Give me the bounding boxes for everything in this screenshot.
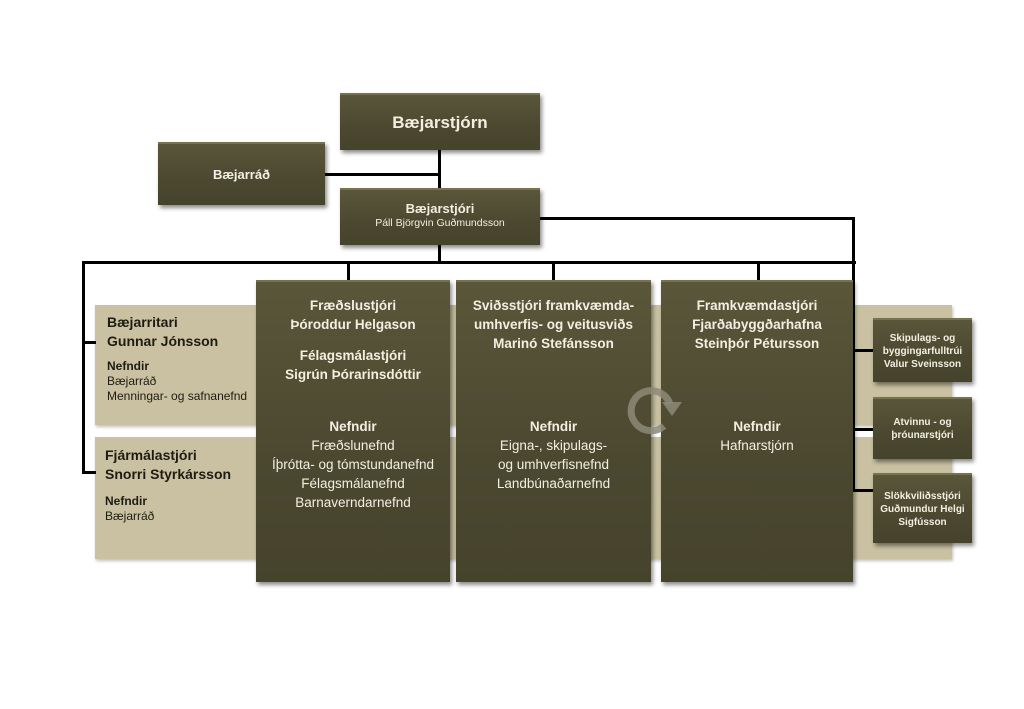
head-name: Sigrún Þórarinsdóttir bbox=[285, 367, 421, 382]
committees-label: Nefndir bbox=[733, 419, 781, 434]
head-title: Framkvæmdastjóri bbox=[696, 298, 818, 313]
head-name: Steinþór Pétursson bbox=[694, 336, 820, 351]
mayor-name: Páll Björgvin Guðmundsson bbox=[375, 217, 505, 229]
unit-line: Sigfússon bbox=[898, 516, 947, 528]
committees-label: Nefndir bbox=[329, 419, 377, 434]
committee: Félagsmálanefnd bbox=[301, 476, 405, 491]
unit-secretary: Bæjarritari Gunnar Jónsson Nefndir Bæjar… bbox=[107, 313, 247, 404]
committee: Fræðslunefnd bbox=[311, 438, 395, 453]
connector bbox=[852, 489, 874, 492]
connector bbox=[82, 261, 856, 264]
unit-planning: Skipulags- og byggingarfulltrúi Valur Sv… bbox=[873, 318, 972, 382]
unit-finance: Fjármálastjóri Snorri Styrkársson Nefndi… bbox=[105, 446, 231, 524]
connector bbox=[347, 261, 350, 281]
unit-title: Bæjarritari bbox=[107, 314, 178, 330]
unit-fire-chief: Slökkviliðsstjóri Guðmundur Helgi Sigfús… bbox=[873, 473, 972, 543]
refresh-icon[interactable] bbox=[626, 384, 686, 440]
division-education-social: Fræðslustjóri Þóroddur Helgason Félagsmá… bbox=[256, 280, 450, 582]
unit-line: Guðmundur Helgi bbox=[880, 503, 965, 515]
committee: Menningar- og safnanefnd bbox=[107, 389, 248, 403]
unit-name: Snorri Styrkársson bbox=[105, 466, 232, 482]
head-title: Fjarðabyggðarhafna bbox=[692, 317, 822, 332]
council-title: Bæjarráð bbox=[212, 167, 271, 182]
head-title: Fræðslustjóri bbox=[309, 298, 397, 313]
committee: og umhverfisnefnd bbox=[497, 457, 610, 472]
unit-line: Skipulags- og bbox=[889, 332, 956, 344]
head-title: Félagsmálastjóri bbox=[299, 348, 407, 363]
connector bbox=[852, 217, 855, 491]
unit-title: Fjármálastjóri bbox=[105, 447, 197, 463]
head-title: Sviðsstjóri framkvæmda- bbox=[472, 298, 635, 313]
top-title: Bæjarstjórn bbox=[392, 112, 488, 132]
division-harbours: Framkvæmdastjóri Fjarðabyggðarhafna Stei… bbox=[661, 280, 853, 582]
box-bæjarstjori: Bæjarstjóri Páll Björgvin Guðmundsson bbox=[340, 188, 540, 245]
unit-line: Atvinnu - og bbox=[893, 417, 952, 428]
connector bbox=[852, 349, 874, 352]
committee: Barnaverndarnefnd bbox=[295, 495, 411, 510]
connector bbox=[757, 261, 760, 281]
head-title: umhverfis- og veitusviðs bbox=[473, 317, 634, 332]
committee: Bæjarráð bbox=[107, 374, 157, 388]
unit-development: Atvinnu - og þróunarstjóri bbox=[873, 397, 972, 459]
committees-label: Nefndir bbox=[105, 494, 147, 508]
unit-line: þróunarstjóri bbox=[891, 430, 954, 441]
division-operations: Sviðsstjóri framkvæmda- umhverfis- og ve… bbox=[456, 280, 651, 582]
committee: Eigna-, skipulags- bbox=[499, 438, 608, 453]
connector bbox=[82, 471, 96, 474]
head-name: Þóroddur Helgason bbox=[290, 317, 416, 332]
connector bbox=[552, 261, 555, 281]
committees-label: Nefndir bbox=[107, 359, 149, 373]
unit-line: Slökkviliðsstjóri bbox=[884, 490, 961, 502]
committee: Íþrótta- og tómstundanefnd bbox=[271, 457, 435, 472]
box-bæjarstjorn: Bæjarstjórn bbox=[340, 93, 540, 150]
committees-label: Nefndir bbox=[529, 419, 578, 434]
connector bbox=[325, 173, 440, 176]
unit-line: Valur Sveinsson bbox=[883, 358, 962, 370]
mayor-title: Bæjarstjóri bbox=[405, 201, 475, 216]
committee: Landbúnaðarnefnd bbox=[496, 476, 611, 491]
connector bbox=[438, 150, 441, 188]
box-bæjarrad: Bæjarráð bbox=[158, 142, 325, 205]
committee: Hafnarstjórn bbox=[720, 438, 794, 453]
unit-name: Gunnar Jónsson bbox=[107, 333, 219, 349]
connector bbox=[540, 217, 854, 220]
connector bbox=[852, 428, 874, 431]
connector bbox=[82, 261, 85, 474]
committee: Bæjarráð bbox=[105, 509, 155, 523]
connector bbox=[438, 245, 441, 263]
head-name: Marinó Stefánsson bbox=[493, 336, 614, 351]
connector bbox=[82, 341, 96, 344]
unit-line: byggingarfulltrúi bbox=[882, 345, 963, 357]
